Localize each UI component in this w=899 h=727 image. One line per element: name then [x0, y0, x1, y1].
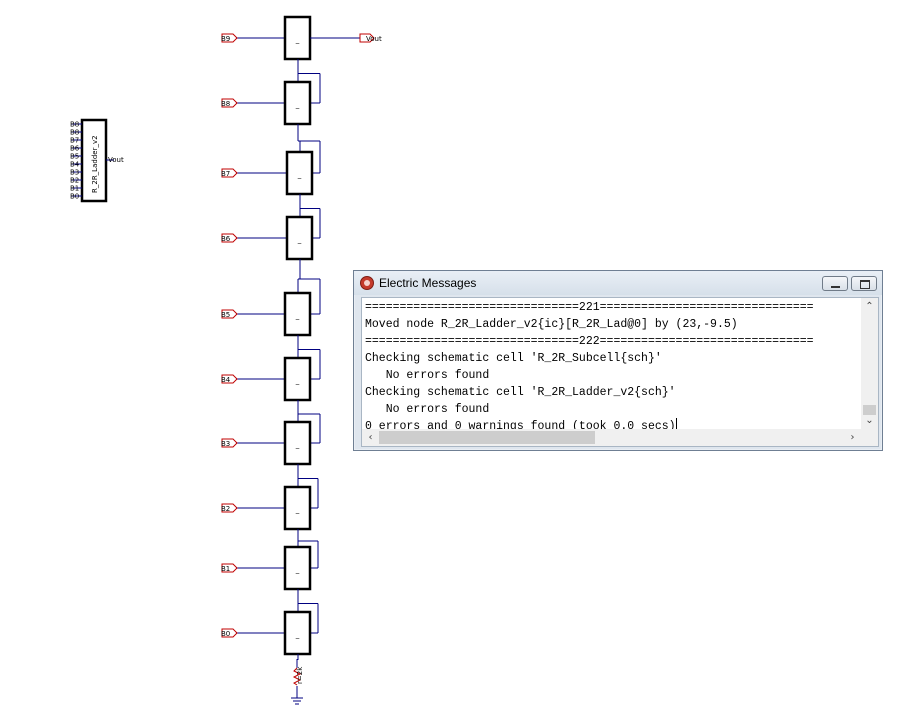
scroll-down-icon[interactable]: ⌄: [865, 415, 874, 426]
icon-pin-label: B1: [70, 185, 79, 193]
text-cursor: [675, 418, 677, 431]
input-port-icon[interactable]: [221, 98, 238, 108]
input-port-icon[interactable]: [221, 33, 238, 43]
horizontal-scrollbar[interactable]: ‹ ›: [362, 429, 861, 446]
subcell-instance[interactable]: [285, 150, 314, 196]
resistor-label: r=2k: [296, 666, 304, 684]
subcell-label: _: [297, 171, 302, 179]
icon-pin-label: B8: [70, 129, 79, 137]
message-line: ===============================222======…: [365, 335, 814, 348]
icon-pin-label: B4: [70, 161, 80, 169]
maximize-button[interactable]: [851, 276, 877, 291]
scroll-up-icon[interactable]: ⌃: [865, 301, 874, 312]
message-line: Moved node R_2R_Ladder_v2{ic}[R_2R_Lad@0…: [365, 318, 738, 331]
vertical-scrollbar[interactable]: ⌃ ⌄: [861, 298, 878, 429]
subcell-instance[interactable]: [283, 15, 312, 61]
input-port-label: B2: [221, 505, 230, 513]
window-title: Electric Messages: [379, 276, 477, 290]
subcell-label: _: [295, 566, 300, 574]
message-line: Checking schematic cell 'R_2R_Ladder_v2{…: [365, 386, 676, 399]
input-port-label: B3: [221, 440, 230, 448]
icon-pin-label: B7: [70, 137, 79, 145]
icon-pin-label: B2: [70, 177, 79, 185]
minimize-button[interactable]: [822, 276, 848, 291]
message-line: No errors found: [365, 403, 490, 416]
input-port-icon[interactable]: [221, 168, 238, 178]
icon-pin-label: B6: [70, 145, 80, 153]
scroll-corner: [861, 429, 878, 446]
message-line: No errors found: [365, 369, 490, 382]
subcell-label: _: [297, 236, 302, 244]
input-port-icon[interactable]: [221, 438, 238, 448]
messages-log: ===============================221======…: [365, 299, 814, 435]
output-port-icon[interactable]: [359, 33, 375, 43]
input-port-icon[interactable]: [221, 503, 238, 513]
input-port-icon[interactable]: [221, 309, 238, 319]
icon-pin-label: B3: [70, 169, 79, 177]
subcell-label: _: [295, 101, 300, 109]
input-port-icon[interactable]: [221, 563, 238, 573]
scroll-left-icon[interactable]: ‹: [368, 432, 373, 443]
input-port-label: B1: [221, 565, 230, 573]
input-port-label: B0: [221, 630, 230, 638]
subcell-label: _: [295, 441, 300, 449]
subcell-label: _: [295, 312, 300, 320]
icon-pin-label: B8: [70, 121, 79, 129]
subcell-label: _: [295, 36, 300, 44]
input-port-label: B4: [221, 376, 231, 384]
input-port-label: B7: [221, 170, 230, 178]
input-port-icon[interactable]: [221, 374, 238, 384]
subcell-instance[interactable]: [283, 420, 312, 466]
icon-pin-label: B5: [70, 153, 79, 161]
subcell-instance[interactable]: [283, 356, 312, 402]
icon-output-label: Vout: [108, 156, 124, 164]
output-port-label: Vout: [366, 35, 382, 43]
subcell-label: _: [295, 506, 300, 514]
vertical-scroll-thumb[interactable]: [863, 405, 876, 415]
subcell-instance[interactable]: [283, 610, 312, 656]
message-line: Checking schematic cell 'R_2R_Subcell{sc…: [365, 352, 662, 365]
subcell-label: _: [295, 377, 300, 385]
horizontal-scroll-thumb[interactable]: [379, 431, 595, 444]
electric-app-icon: [360, 276, 374, 290]
scroll-right-icon[interactable]: ›: [850, 432, 855, 443]
resistor-icon[interactable]: [292, 667, 302, 686]
ladder-icon-name: R_2R_Ladder_v2: [91, 135, 99, 193]
subcell-label: _: [295, 631, 300, 639]
messages-text-area[interactable]: ===============================221======…: [361, 297, 879, 447]
icon-pin-label: B0: [70, 193, 79, 201]
messages-window[interactable]: Electric Messages ======================…: [353, 270, 883, 451]
input-port-label: B6: [221, 235, 231, 243]
input-port-label: B5: [221, 311, 230, 319]
messages-titlebar[interactable]: Electric Messages: [354, 271, 882, 295]
input-port-icon[interactable]: [221, 628, 238, 638]
message-line: ===============================221======…: [365, 301, 814, 314]
input-port-icon[interactable]: [221, 233, 238, 243]
input-port-label: B9: [221, 35, 230, 43]
input-port-label: B8: [221, 100, 230, 108]
